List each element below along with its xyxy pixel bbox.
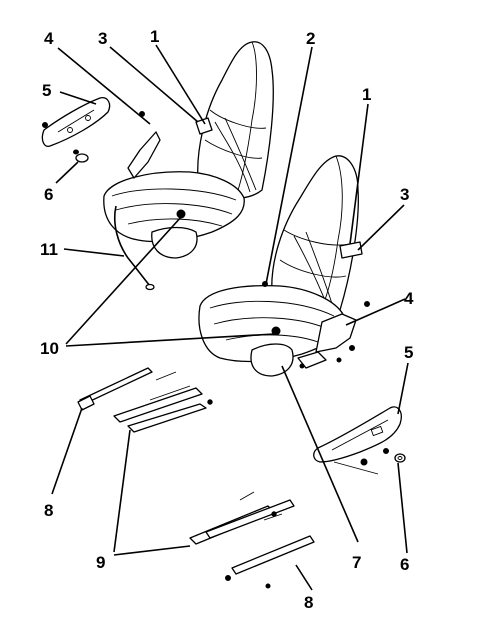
callout-6-left: 6 <box>44 185 53 204</box>
callout-8-lower: 8 <box>304 593 313 612</box>
left-side-bracket <box>41 97 145 147</box>
callout-3-right: 3 <box>400 185 409 204</box>
callout-7: 7 <box>352 553 361 572</box>
left-seat-cushion <box>103 171 245 243</box>
left-seat <box>103 41 274 291</box>
callout-3-left: 3 <box>98 29 107 48</box>
lower-right-rails <box>189 491 315 589</box>
callout-5-right: 5 <box>404 343 413 362</box>
callout-5-left: 5 <box>42 81 51 100</box>
callout-8-left: 8 <box>44 501 53 520</box>
left-seat-cable <box>113 205 151 287</box>
right-seat-label <box>339 241 363 259</box>
callout-4-right: 4 <box>404 289 414 308</box>
right-seat <box>198 155 370 377</box>
callout-1-right: 1 <box>362 85 371 104</box>
callout-4-left: 4 <box>44 29 54 48</box>
left-washer <box>73 149 89 163</box>
leader-lines <box>51 44 409 591</box>
callout-2: 2 <box>306 29 315 48</box>
right-washer <box>394 453 406 463</box>
callout-1-left: 1 <box>150 27 159 46</box>
callout-9: 9 <box>96 553 105 572</box>
callout-10: 10 <box>40 339 59 358</box>
upper-left-rails <box>77 367 213 433</box>
callout-6-right: 6 <box>400 555 409 574</box>
left-seatback <box>197 41 274 200</box>
right-side-bracket <box>313 406 402 475</box>
callout-11: 11 <box>40 240 58 259</box>
left-seat-label <box>195 117 213 135</box>
callout-labels: 1 3 4 5 6 11 10 2 1 3 4 5 6 7 8 9 8 <box>40 27 414 612</box>
